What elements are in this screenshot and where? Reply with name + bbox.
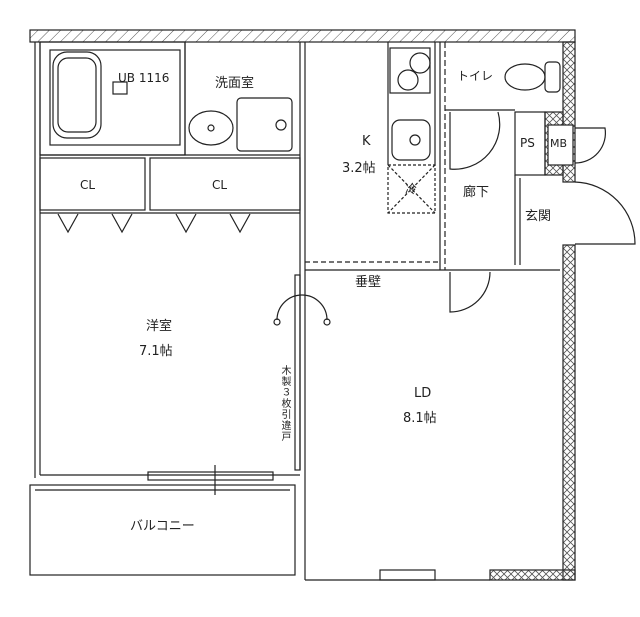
entrance-label: 玄関: [525, 209, 552, 224]
bathroom: [39, 41, 186, 156]
meter-box: [547, 124, 574, 166]
sink: [391, 119, 431, 161]
ps-label: PS: [520, 136, 535, 150]
washing-machine: [236, 97, 293, 152]
ld-size: 8.1帖: [403, 411, 437, 426]
kitchen-size: 3.2帖: [342, 161, 376, 176]
entrance-door: [574, 181, 636, 245]
washroom-label: 洗面室: [215, 76, 255, 91]
western-room-label: 洋室: [146, 319, 173, 334]
balcony-label: バルコニー: [130, 519, 195, 534]
bathtub: [52, 51, 102, 139]
ld-window: [379, 569, 436, 581]
balcony-area: [29, 484, 296, 576]
bottom-wall: [489, 569, 576, 581]
western-window: [147, 471, 274, 481]
closet-2: [149, 157, 301, 211]
wash-basin: [188, 110, 234, 146]
top-wall: [29, 29, 576, 43]
stove: [389, 47, 431, 94]
closet-1: [39, 157, 146, 211]
mb-label: MB: [550, 137, 568, 150]
sliding-door-label: 木製３枚引違戸: [279, 365, 290, 442]
hanging-wall-label: 垂壁: [355, 275, 382, 290]
toilet-bowl: [504, 63, 546, 91]
fridge-label: 冷: [405, 182, 418, 196]
kitchen-label: K: [362, 134, 371, 149]
closet-1-label: CL: [80, 178, 96, 192]
closet-2-label: CL: [212, 178, 228, 192]
ld-label: LD: [414, 386, 432, 401]
hallway-label: 廊下: [463, 185, 490, 200]
toilet-label: トイレ: [457, 69, 494, 83]
fridge-space: [387, 164, 436, 214]
bath-label: UB 1116: [118, 71, 170, 85]
western-room-size: 7.1帖: [139, 344, 173, 359]
right-wall-lower: [562, 244, 576, 581]
